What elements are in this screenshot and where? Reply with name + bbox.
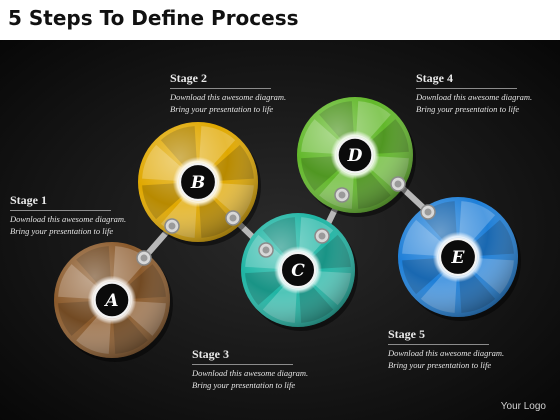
wheel-hub [336, 136, 374, 174]
connector-knobs [136, 176, 436, 266]
stage-4-label: Stage 4 [416, 71, 517, 89]
wheel-stage-4: D [297, 97, 416, 217]
stage-5-desc-line-1: Download this awesome diagram. [388, 348, 505, 358]
wheel-hub [93, 281, 131, 319]
stage-1-desc-line-1: Download this awesome diagram. [10, 214, 127, 224]
stage-5-block: Stage 5 Download this awesome diagram. B… [388, 325, 504, 371]
page-title: 5 Steps To Define Process [8, 6, 299, 30]
connector-knob-inner [262, 246, 270, 254]
stage-3-label: Stage 3 [192, 347, 293, 365]
wheel-stage-1: A [54, 242, 173, 362]
connector-knob-inner [140, 254, 148, 262]
stage-2-desc-line-1: Download this awesome diagram. [170, 92, 287, 102]
stage-4-block: Stage 4 Download this awesome diagram. B… [416, 69, 532, 115]
stage-1-label: Stage 1 [10, 193, 111, 211]
wheel-letter: B [190, 173, 205, 193]
stage-2-block: Stage 2 Download this awesome diagram. B… [170, 69, 286, 115]
stage-4-desc-line-2: Bring your presentation to life [416, 103, 520, 114]
stage-3-desc-line-1: Download this awesome diagram. [192, 368, 309, 378]
stage-5-label: Stage 5 [388, 327, 489, 345]
stage-3-block: Stage 3 Download this awesome diagram. B… [192, 345, 308, 391]
stage-1-desc-line-2: Bring your presentation to life [10, 225, 114, 236]
wheel-letter: E [451, 248, 466, 268]
wheel-stage-2: B [138, 122, 261, 246]
stage-1-description: Download this awesome diagram. Bring you… [10, 214, 126, 237]
logo-text: Your Logo [500, 401, 546, 412]
stage-2-desc-line-2: Bring your presentation to life [170, 103, 274, 114]
connector-knob-inner [338, 191, 346, 199]
stage-4-description: Download this awesome diagram. Bring you… [416, 92, 532, 115]
stage-1-block: Stage 1 Download this awesome diagram. B… [10, 191, 126, 237]
wheel-hub [279, 251, 317, 289]
connector-knob-inner [394, 180, 402, 188]
wheel-letter: A [103, 291, 118, 311]
connector-knob-inner [424, 208, 432, 216]
wheel-hub [438, 237, 478, 277]
stage-3-description: Download this awesome diagram. Bring you… [192, 368, 308, 391]
connector-knob-inner [229, 214, 237, 222]
wheel-letter: C [291, 261, 305, 281]
stage-2-description: Download this awesome diagram. Bring you… [170, 92, 286, 115]
stage-4-desc-line-1: Download this awesome diagram. [416, 92, 533, 102]
wheel-letter: D [347, 146, 363, 166]
stage-3-desc-line-2: Bring your presentation to life [192, 379, 296, 390]
wheel-hub [178, 162, 218, 202]
stage-2-label: Stage 2 [170, 71, 271, 89]
stage-5-desc-line-2: Bring your presentation to life [388, 359, 492, 370]
stage-5-description: Download this awesome diagram. Bring you… [388, 348, 504, 371]
connector-knob-inner [318, 232, 326, 240]
connector-knob-inner [168, 222, 176, 230]
